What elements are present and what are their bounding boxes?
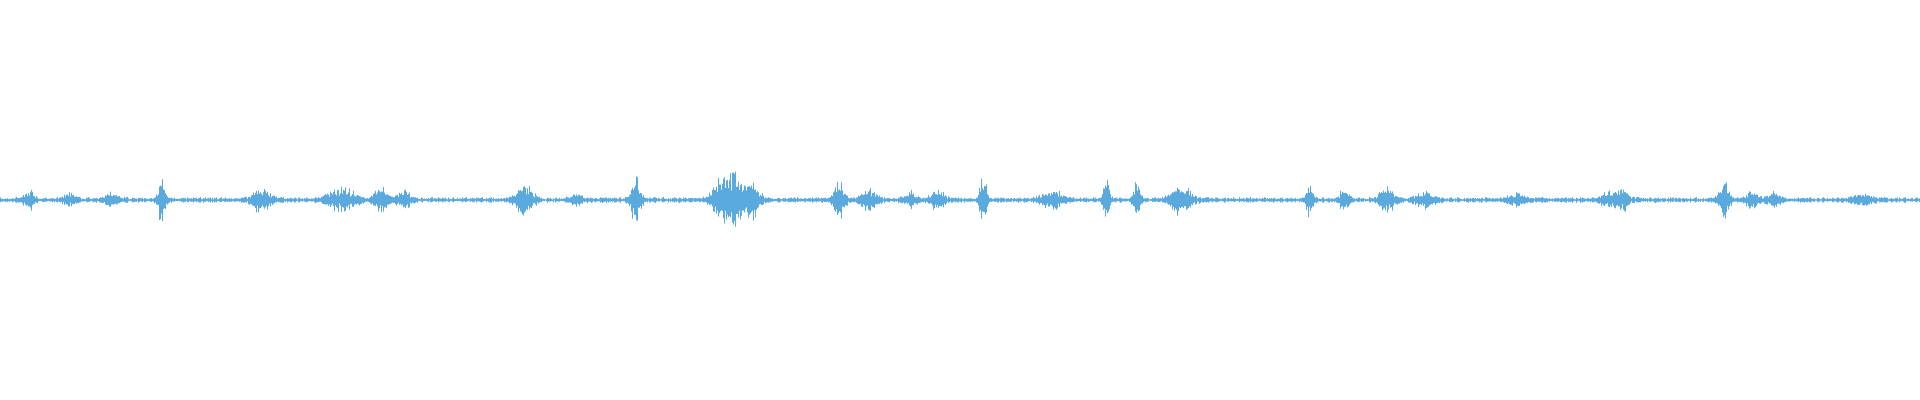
waveform-signal — [0, 171, 1920, 227]
